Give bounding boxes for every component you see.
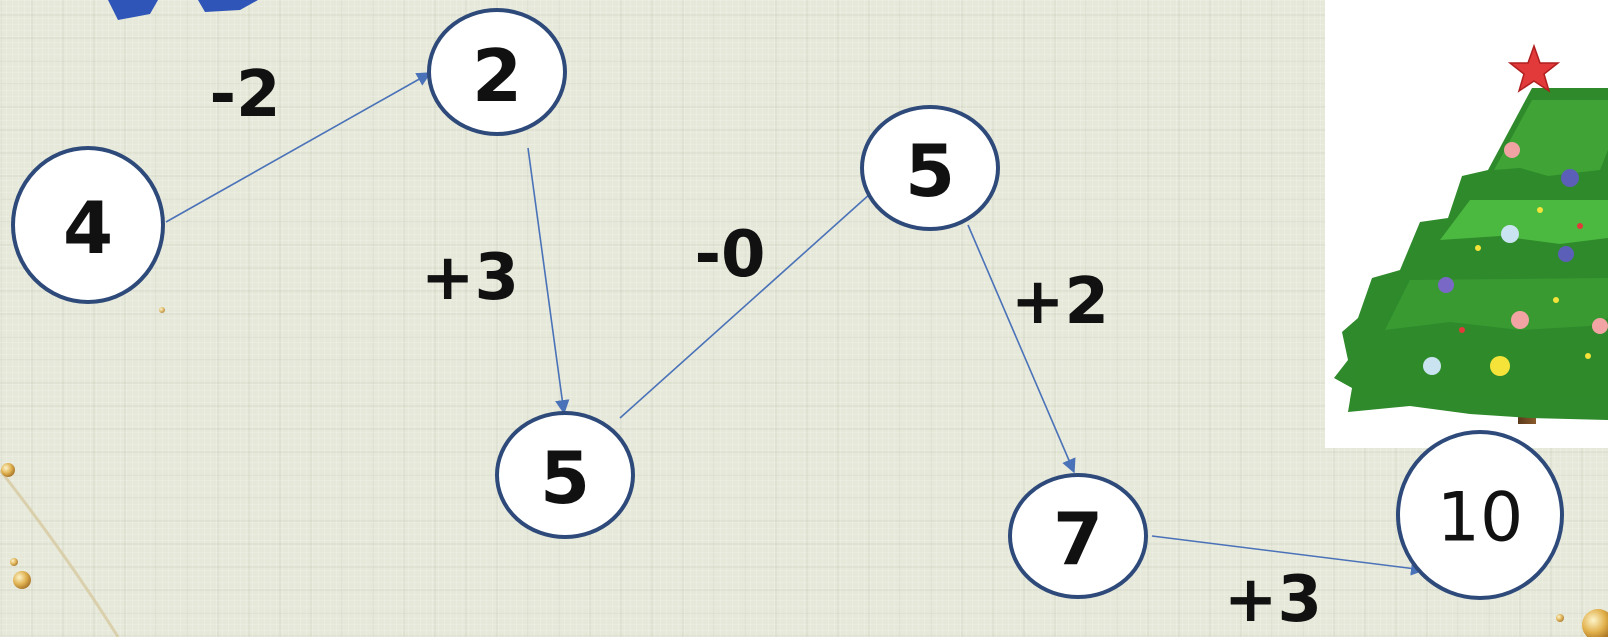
tree-star-icon bbox=[1507, 43, 1561, 93]
christmas-tree-image bbox=[1325, 0, 1608, 448]
edge-arrow-2-to-5 bbox=[527, 147, 570, 415]
edge-arrow-4-to-2 bbox=[165, 72, 432, 223]
edge-arrow-7-to-10 bbox=[1151, 535, 1426, 576]
node-label: 5 bbox=[905, 129, 955, 213]
node-2: 2 bbox=[427, 8, 567, 136]
blue-shape-decoration bbox=[108, 0, 258, 20]
tree-ornaments bbox=[1423, 142, 1608, 376]
edge-arrow-5-to-7 bbox=[967, 224, 1076, 474]
node-label: 10 bbox=[1437, 479, 1524, 558]
node-5-first: 5 bbox=[495, 411, 635, 539]
edge-arrow-5-to-5 bbox=[619, 184, 882, 419]
corner-ornaments-left bbox=[0, 307, 165, 637]
edge-label-plus-2: +2 bbox=[1011, 265, 1109, 339]
edge-labels: -2 +3 -0 +2 +3 bbox=[209, 58, 1322, 637]
edge-label-minus-2: -2 bbox=[209, 58, 280, 132]
node-4: 4 bbox=[11, 146, 165, 304]
node-5-second: 5 bbox=[860, 105, 1000, 231]
edge-label-minus-0: -0 bbox=[694, 218, 765, 292]
edge-label-plus-3-second: +3 bbox=[1224, 563, 1322, 637]
node-label: 5 bbox=[540, 436, 590, 520]
node-label: 4 bbox=[63, 186, 113, 270]
node-7: 7 bbox=[1008, 473, 1148, 599]
edges bbox=[165, 72, 1426, 576]
node-10: 10 bbox=[1396, 430, 1564, 600]
nodes: 4 2 5 5 7 10 bbox=[11, 8, 1564, 600]
node-label: 7 bbox=[1053, 497, 1103, 581]
edge-label-plus-3: +3 bbox=[421, 241, 519, 315]
corner-ornaments-right bbox=[1556, 609, 1608, 637]
node-label: 2 bbox=[472, 34, 522, 118]
